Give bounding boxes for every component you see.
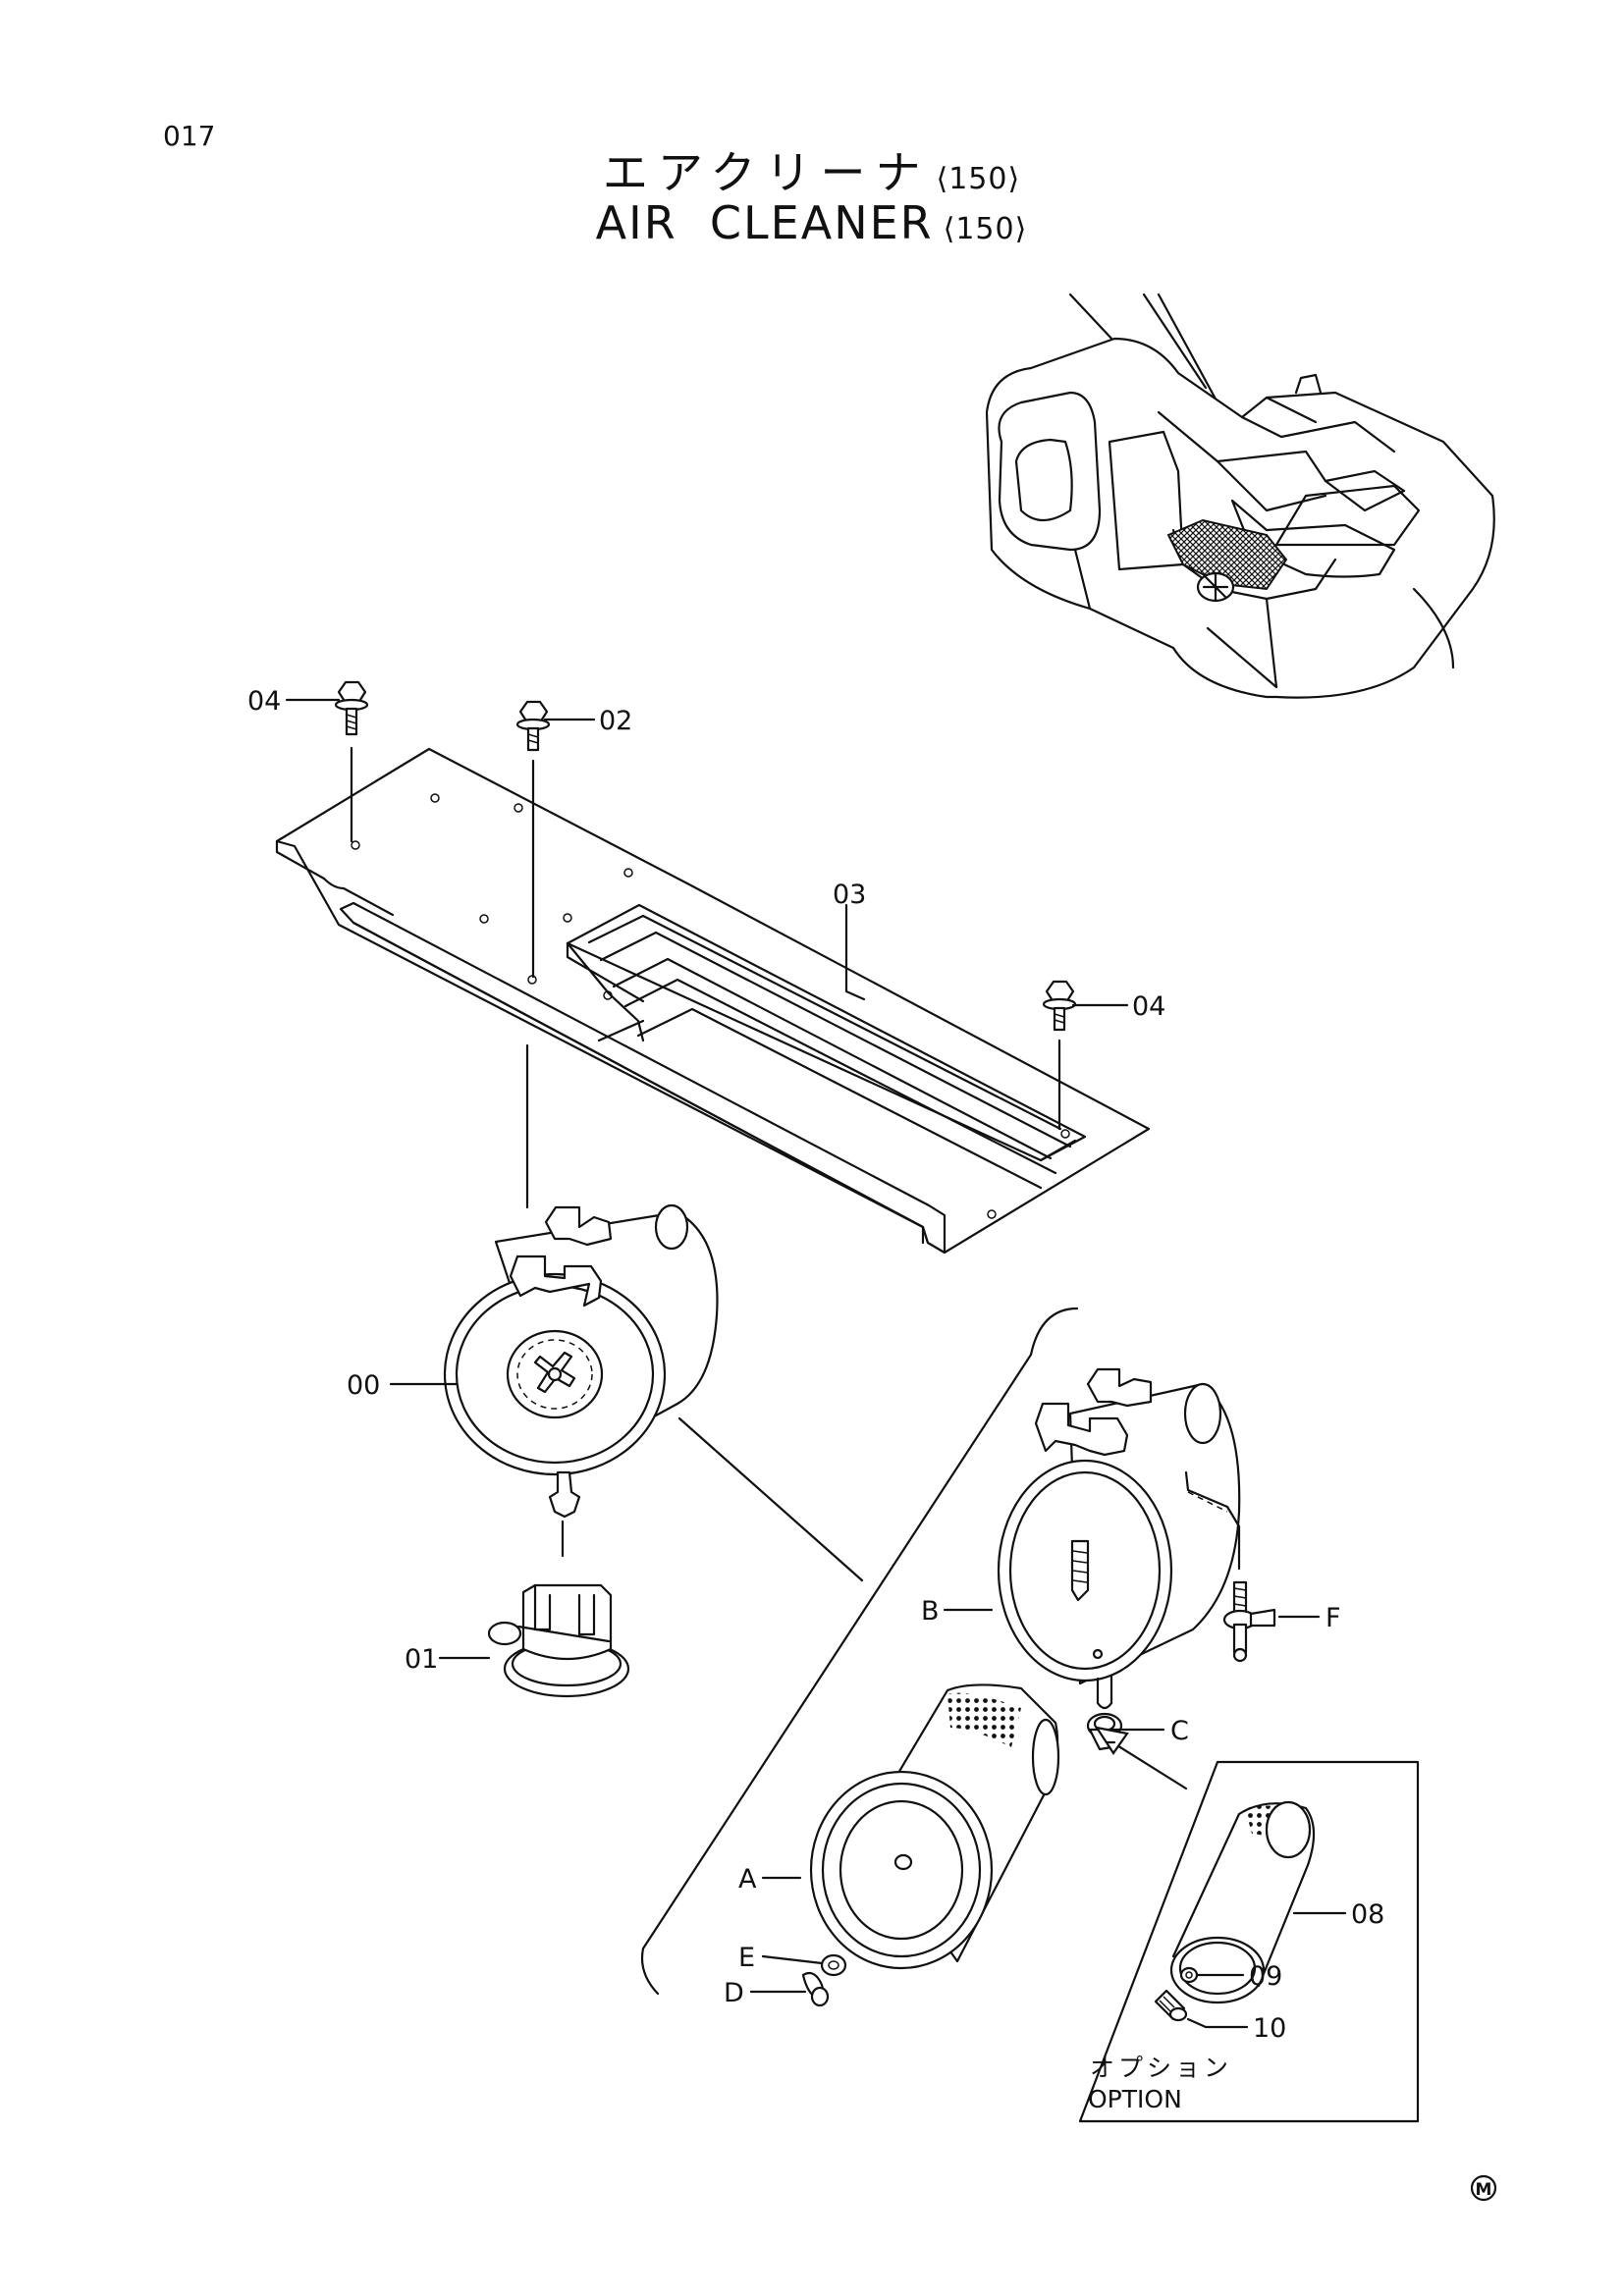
callout-E: E <box>738 1943 755 1973</box>
wing-nut-D <box>801 1971 830 2007</box>
safety-element-08 <box>1169 1800 1316 2004</box>
cover-plate-03 <box>275 747 1151 1255</box>
circled-m-mark: M <box>1470 2174 1497 2202</box>
title-en-text: AIR CLEANER <box>595 196 934 249</box>
housing-B <box>997 1367 1241 1710</box>
option-box <box>1078 1726 1420 2123</box>
bolt-10 <box>1154 1989 1188 2022</box>
excavator-locator-view <box>985 293 1495 699</box>
title-jp-variant: ⟨150⟩ <box>936 162 1021 196</box>
o-ring-09 <box>1179 1966 1199 1984</box>
title-japanese: エアクリーナ⟨150⟩ <box>0 137 1623 202</box>
callout-F: F <box>1325 1603 1341 1633</box>
callout-B: B <box>921 1596 940 1627</box>
title-en-variant: ⟨150⟩ <box>943 212 1028 246</box>
bolt-04-left <box>334 680 369 843</box>
callout-04-left: 04 <box>247 686 281 717</box>
leader-lines <box>285 698 1347 2029</box>
page-number: 017 <box>163 120 216 152</box>
callout-01: 01 <box>405 1644 438 1675</box>
option-label-en: OPTION <box>1088 2085 1182 2113</box>
drain-valve-F <box>1222 1580 1276 1663</box>
detail-divider-curve <box>640 1307 1079 1996</box>
filter-element-A <box>809 1683 1060 1970</box>
callout-09: 09 <box>1249 1961 1282 1992</box>
washer-E <box>820 1953 847 1977</box>
callout-04-right: 04 <box>1132 991 1165 1022</box>
callout-00: 00 <box>347 1370 380 1401</box>
callout-02: 02 <box>599 706 632 736</box>
callout-03: 03 <box>833 880 866 910</box>
callout-A: A <box>738 1864 757 1895</box>
callout-C: C <box>1170 1716 1189 1746</box>
air-cleaner-00 <box>443 1203 719 1558</box>
title-english: AIR CLEANER ⟨150⟩ <box>0 196 1623 249</box>
callout-08: 08 <box>1351 1899 1384 1930</box>
option-label-jp: オプション <box>1090 2054 1232 2082</box>
callout-10: 10 <box>1253 2013 1286 2044</box>
callout-D: D <box>724 1978 744 2008</box>
title-jp-text: エアクリーナ <box>602 146 931 199</box>
bolt-02 <box>515 700 551 979</box>
detail-leader-line <box>677 1416 864 1582</box>
dust-cap-01 <box>487 1583 630 1698</box>
bolt-04-right <box>1042 980 1077 1131</box>
mark-letter: M <box>1476 2180 1492 2200</box>
